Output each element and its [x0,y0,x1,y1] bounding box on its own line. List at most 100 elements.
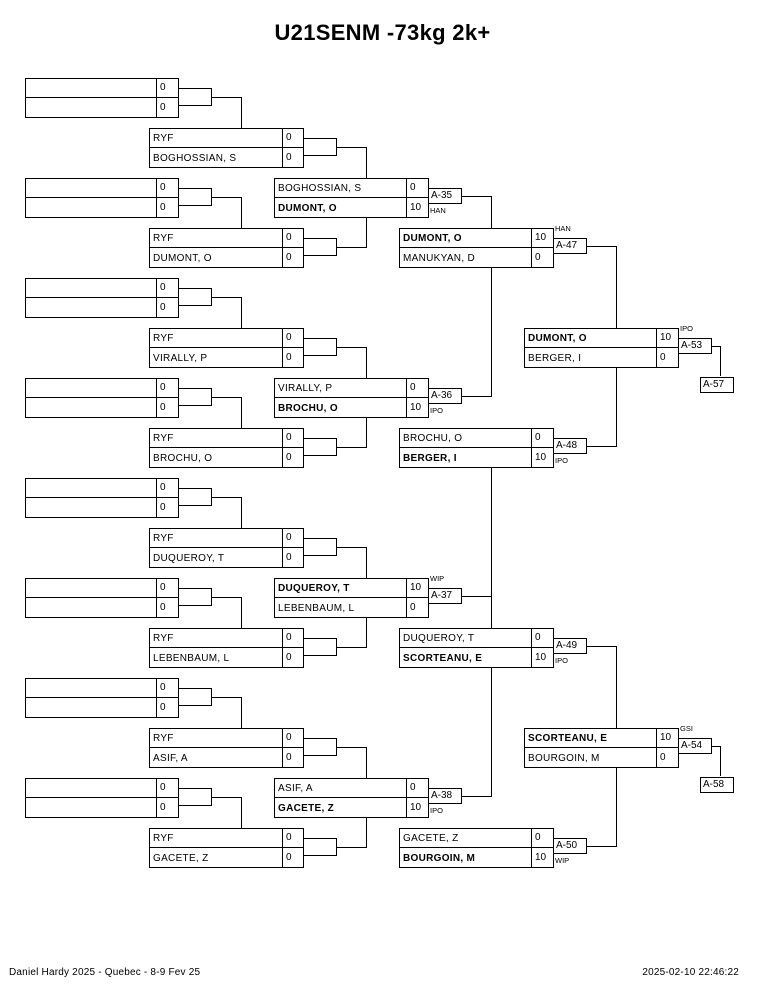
match-number-tag[interactable]: A-37 [428,588,462,604]
competitor-score: 0 [286,252,292,263]
match-link-box[interactable] [303,438,337,456]
win-method-note: IPO [430,406,443,415]
score-divider [531,629,532,667]
competitor-slot[interactable]: 0 [26,699,178,718]
competitor-slot[interactable]: 0 [26,779,178,798]
competitor-slot[interactable]: 0 [26,179,178,198]
competitor-slot[interactable]: 0 [26,479,178,498]
match-link-box[interactable] [178,88,212,106]
match-link-box[interactable] [178,488,212,506]
match-link-box[interactable] [178,288,212,306]
match-number-tag[interactable]: A-53 [678,338,712,354]
match-number-tag[interactable]: A-50 [553,838,587,854]
match-link-box[interactable] [178,688,212,706]
match-number-tag[interactable]: A-36 [428,388,462,404]
match-number-tag[interactable]: A-48 [553,438,587,454]
bracket-line [491,248,492,397]
match-link-box[interactable] [303,638,337,656]
competitor-slot[interactable]: 0 [26,79,178,98]
competitor-slot[interactable]: 0 [26,379,178,398]
bracket-line [720,346,721,376]
match-link-box[interactable] [178,588,212,606]
competitor-slot[interactable]: 0 [26,679,178,698]
competitor-slot[interactable]: 0 [26,279,178,298]
match-link-box[interactable] [303,838,337,856]
match-link-box[interactable] [178,188,212,206]
next-match-tag[interactable]: A-57 [700,377,734,393]
win-method-note: GSI [680,724,693,733]
competitor-score: 0 [286,632,292,643]
match-link-box[interactable] [303,538,337,556]
competitor-slot[interactable]: 0 [26,299,178,318]
match-number-tag[interactable]: A-49 [553,638,587,654]
bracket-line [616,646,617,749]
competitor-name: DUQUEROY, T [403,633,475,644]
competitor-slot[interactable]: 0 [26,399,178,418]
competitor-slot[interactable]: 0 [26,799,178,818]
win-method-note: WIP [555,856,570,865]
next-match-tag[interactable]: A-58 [700,777,734,793]
competitor-slot[interactable]: 0 [26,499,178,518]
match-link-box[interactable] [303,138,337,156]
match-number-tag[interactable]: A-38 [428,788,462,804]
competitor-name: VIRALLY, P [153,353,208,364]
bracket-line [337,147,367,148]
competitor-slot[interactable]: 0 [26,199,178,218]
match-link-box[interactable] [303,738,337,756]
competitor-slot[interactable]: 0 [26,579,178,598]
match-number-tag[interactable]: A-47 [553,238,587,254]
match-link-box[interactable] [178,788,212,806]
bracket-line [712,346,720,347]
competitor-score: 10 [535,852,547,863]
match-link-box[interactable] [303,238,337,256]
bracket-line [587,246,616,247]
competitor-slot[interactable]: 0 [26,99,178,118]
competitor-slot[interactable]: 0 [26,599,178,618]
match-number-tag[interactable]: A-35 [428,188,462,204]
score-divider [656,329,657,367]
match-link-box[interactable] [303,338,337,356]
match-number-tag[interactable]: A-54 [678,738,712,754]
match-link-box[interactable] [178,388,212,406]
